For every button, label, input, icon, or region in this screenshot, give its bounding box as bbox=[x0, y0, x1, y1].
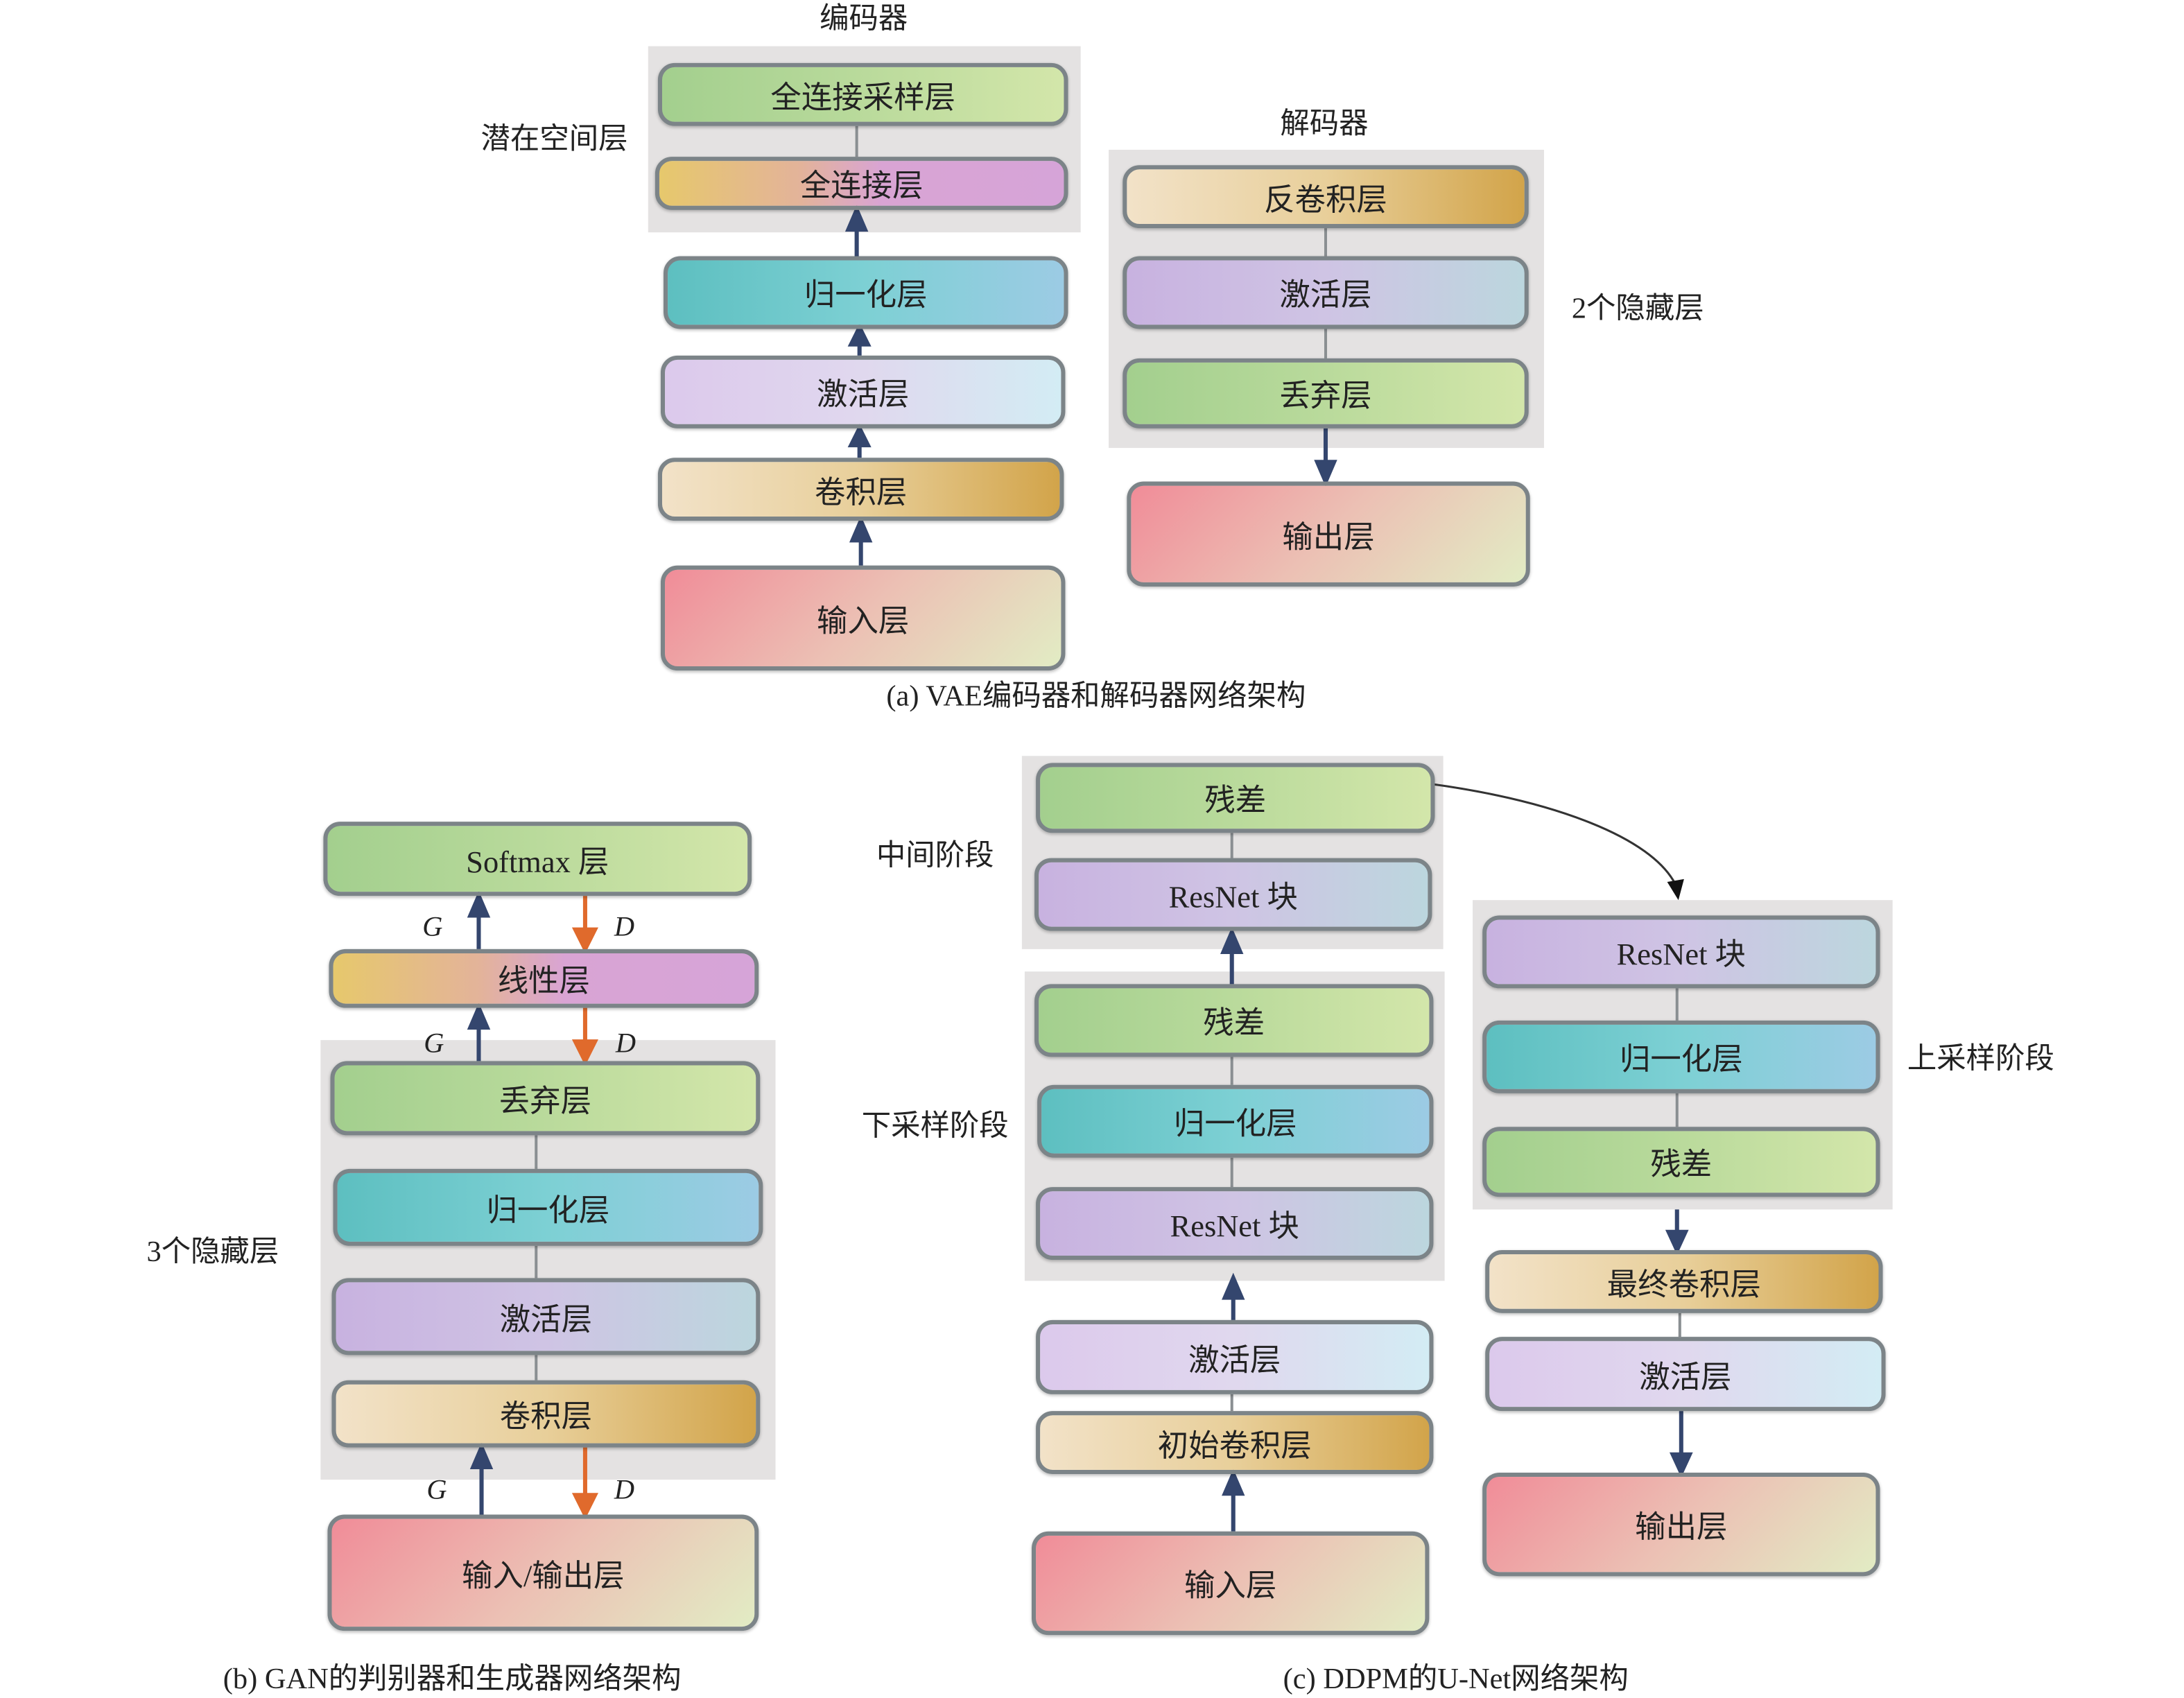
layer-residual: 残差 bbox=[1482, 1127, 1880, 1197]
decoder-title: 解码器 bbox=[1280, 106, 1369, 140]
caption-b: (b) GAN的判别器和生成器网络架构 bbox=[223, 1661, 682, 1696]
layer-final-conv: 最终卷积层 bbox=[1485, 1249, 1883, 1313]
downsample-stage-label: 下采样阶段 bbox=[861, 1109, 1009, 1143]
layer-output: 输出层 bbox=[1127, 481, 1530, 587]
skip-connection-arrow bbox=[1430, 783, 1677, 885]
layer-fc: 全连接层 bbox=[655, 157, 1068, 210]
d-label: D bbox=[614, 1475, 635, 1506]
layer-conv: 卷积层 bbox=[657, 458, 1064, 521]
layer-norm: 归一化层 bbox=[1037, 1084, 1434, 1158]
layer-input-output: 输入/输出层 bbox=[327, 1514, 759, 1631]
layer-softmax: Softmax 层 bbox=[323, 822, 752, 896]
g-label: G bbox=[422, 912, 443, 943]
layer-fc-sampling: 全连接采样层 bbox=[657, 62, 1068, 126]
layer-resnet-block: ResNet 块 bbox=[1034, 858, 1432, 931]
middle-stage-label: 中间阶段 bbox=[876, 838, 994, 872]
decoder-hidden-label: 2个隐藏层 bbox=[1571, 291, 1704, 325]
d-label: D bbox=[615, 1028, 636, 1059]
layer-deconv: 反卷积层 bbox=[1123, 165, 1529, 229]
layer-output: 输出层 bbox=[1482, 1472, 1880, 1577]
g-label: G bbox=[426, 1475, 447, 1506]
flow-arrows bbox=[467, 205, 1693, 1532]
g-label: G bbox=[424, 1028, 444, 1059]
upsample-stage-label: 上采样阶段 bbox=[1907, 1041, 2054, 1075]
layer-input: 输入层 bbox=[660, 565, 1066, 671]
layer-activation: 激活层 bbox=[331, 1278, 761, 1355]
layer-conv: 卷积层 bbox=[331, 1380, 761, 1448]
layer-norm: 归一化层 bbox=[333, 1168, 763, 1246]
layer-residual: 残差 bbox=[1036, 763, 1435, 833]
layer-residual: 残差 bbox=[1034, 984, 1434, 1057]
layer-norm: 归一化层 bbox=[664, 256, 1068, 329]
layer-dropout: 丢弃层 bbox=[330, 1061, 761, 1136]
layer-linear: 线性层 bbox=[329, 948, 759, 1008]
caption-c: (c) DDPM的U-Net网络架构 bbox=[1283, 1661, 1629, 1696]
layer-activation: 激活层 bbox=[1036, 1319, 1434, 1394]
layer-activation: 激活层 bbox=[660, 355, 1066, 428]
discriminator-arrows bbox=[571, 896, 598, 1520]
layer-activation: 激活层 bbox=[1485, 1337, 1886, 1412]
layer-dropout: 丢弃层 bbox=[1123, 358, 1529, 428]
layer-activation: 激活层 bbox=[1123, 256, 1529, 329]
d-label: D bbox=[614, 912, 635, 943]
layer-initial-conv: 初始卷积层 bbox=[1036, 1411, 1434, 1475]
layer-resnet-block: ResNet 块 bbox=[1036, 1187, 1434, 1260]
group-links bbox=[535, 125, 1681, 1412]
encoder-title: 编码器 bbox=[820, 1, 908, 35]
layer-resnet-block: ResNet 块 bbox=[1482, 915, 1880, 989]
caption-a: (a) VAE编码器和解码器网络架构 bbox=[886, 679, 1306, 713]
layer-input: 输入层 bbox=[1032, 1531, 1430, 1636]
layer-norm: 归一化层 bbox=[1482, 1020, 1880, 1093]
latent-space-label: 潜在空间层 bbox=[480, 121, 628, 156]
gan-hidden-label: 3个隐藏层 bbox=[146, 1234, 279, 1269]
